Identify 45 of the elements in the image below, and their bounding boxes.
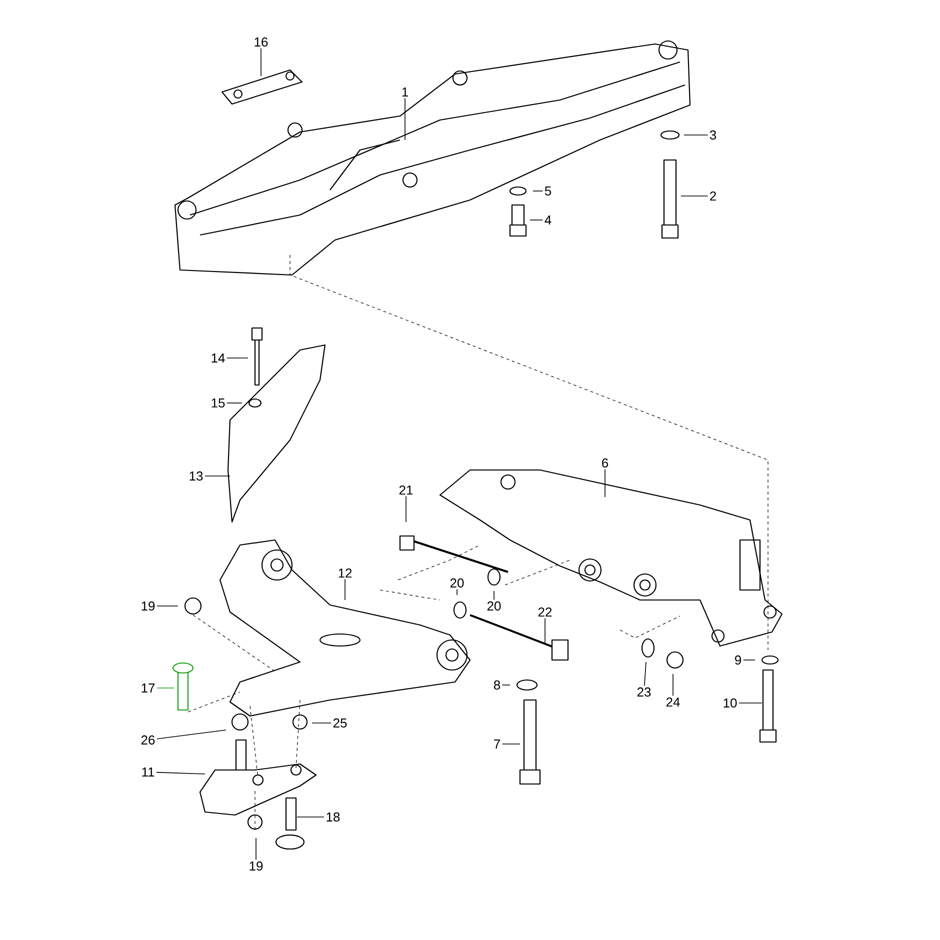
leader-line: [644, 662, 646, 686]
leader-line: [296, 816, 324, 818]
callout-number: 11: [142, 768, 154, 776]
callout-number: 12: [338, 568, 352, 578]
callout-number: 3: [710, 130, 716, 140]
callout-number: 19: [250, 861, 263, 871]
callout-number: 5: [544, 186, 552, 196]
callout-number: 21: [399, 485, 413, 495]
callout-number: 26: [141, 735, 155, 745]
callout-number: 22: [538, 607, 552, 617]
callout-number: 16: [254, 37, 268, 47]
leader-line: [532, 190, 544, 192]
leader-line: [312, 722, 332, 724]
callout-number: 25: [333, 718, 347, 728]
leader-line: [502, 684, 510, 686]
callout-number: 15: [212, 398, 225, 408]
callout-number: 8: [494, 680, 500, 690]
leader-line: [404, 98, 406, 140]
leader-line: [456, 588, 458, 596]
leader-line: [156, 730, 226, 740]
leader-line: [672, 674, 674, 696]
leader-line: [684, 134, 708, 136]
callout-number: 14: [212, 354, 225, 362]
leader-line: [226, 402, 242, 404]
callout-number: 6: [602, 458, 608, 468]
callout-number: 24: [666, 697, 680, 707]
callout-number: 20: [450, 578, 464, 588]
callout-number: 17: [142, 684, 155, 692]
callout-number: 1: [402, 88, 408, 96]
callout-number: 9: [735, 655, 741, 665]
callout-number: 19: [142, 601, 155, 611]
callout-number: 13: [190, 471, 203, 481]
callout-number: 23: [637, 687, 651, 697]
callout-number: 20: [487, 601, 501, 611]
leader-line: [544, 618, 546, 644]
callout-number: 2: [710, 191, 716, 201]
leader-line: [738, 702, 762, 704]
leader-line: [260, 48, 262, 76]
leader-line: [344, 578, 346, 600]
callout-number: 7: [494, 740, 500, 748]
leader-line: [604, 468, 606, 498]
leader-line: [156, 772, 206, 774]
callout-number: 4: [544, 216, 552, 224]
callout-number: 18: [326, 812, 340, 822]
callout-number: 10: [724, 698, 737, 708]
